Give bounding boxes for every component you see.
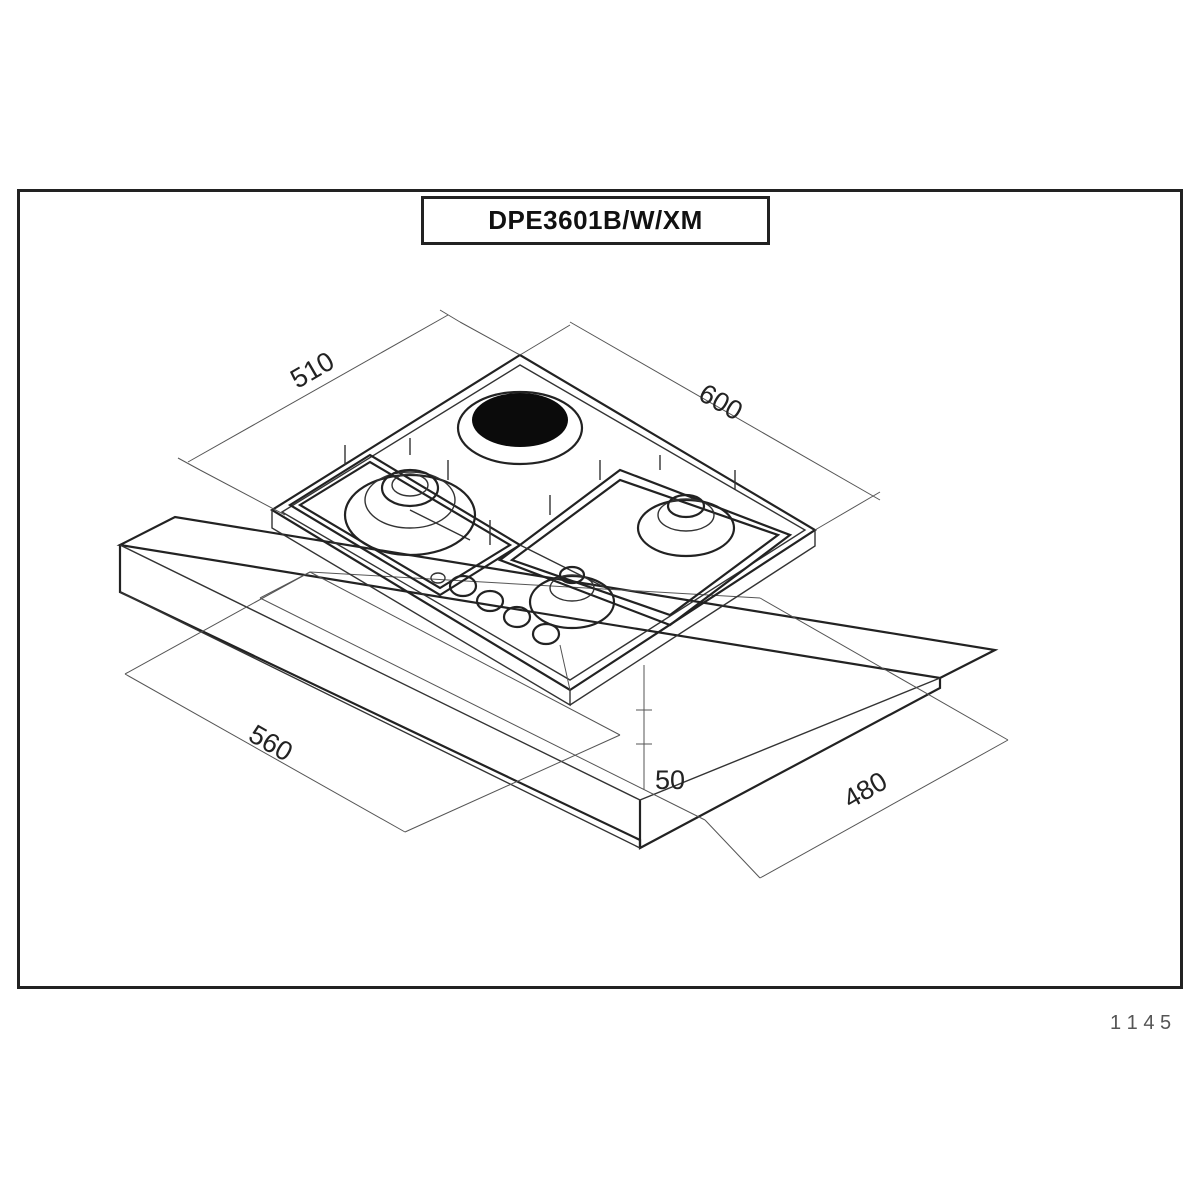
pan-supports — [287, 438, 793, 627]
large-burner-outer — [343, 473, 477, 557]
control-knobs — [430, 572, 561, 646]
model-title: DPE3601B/W/XM — [488, 205, 703, 235]
medium-burner-outer — [636, 498, 736, 558]
small-burner-outer — [528, 574, 616, 630]
corner-page-mark: 1 1 4 5 — [1110, 1012, 1172, 1034]
dimension-lines — [124, 309, 1009, 879]
knob-4 — [531, 622, 561, 646]
small-burner-cap — [558, 565, 586, 585]
dimension-label-height: 50 — [655, 765, 686, 795]
hotplate-rim — [456, 390, 584, 466]
large-burner-cap — [380, 468, 440, 508]
hotplate — [472, 393, 568, 447]
knob-3 — [502, 605, 532, 629]
knob-2 — [475, 589, 505, 613]
burners — [343, 390, 736, 630]
drawing-frame — [17, 189, 1183, 989]
knob-1 — [448, 574, 478, 598]
medium-burner-cap — [666, 493, 706, 519]
large-burner-ring — [364, 471, 456, 529]
model-title-box: DPE3601B/W/XM — [421, 196, 770, 245]
